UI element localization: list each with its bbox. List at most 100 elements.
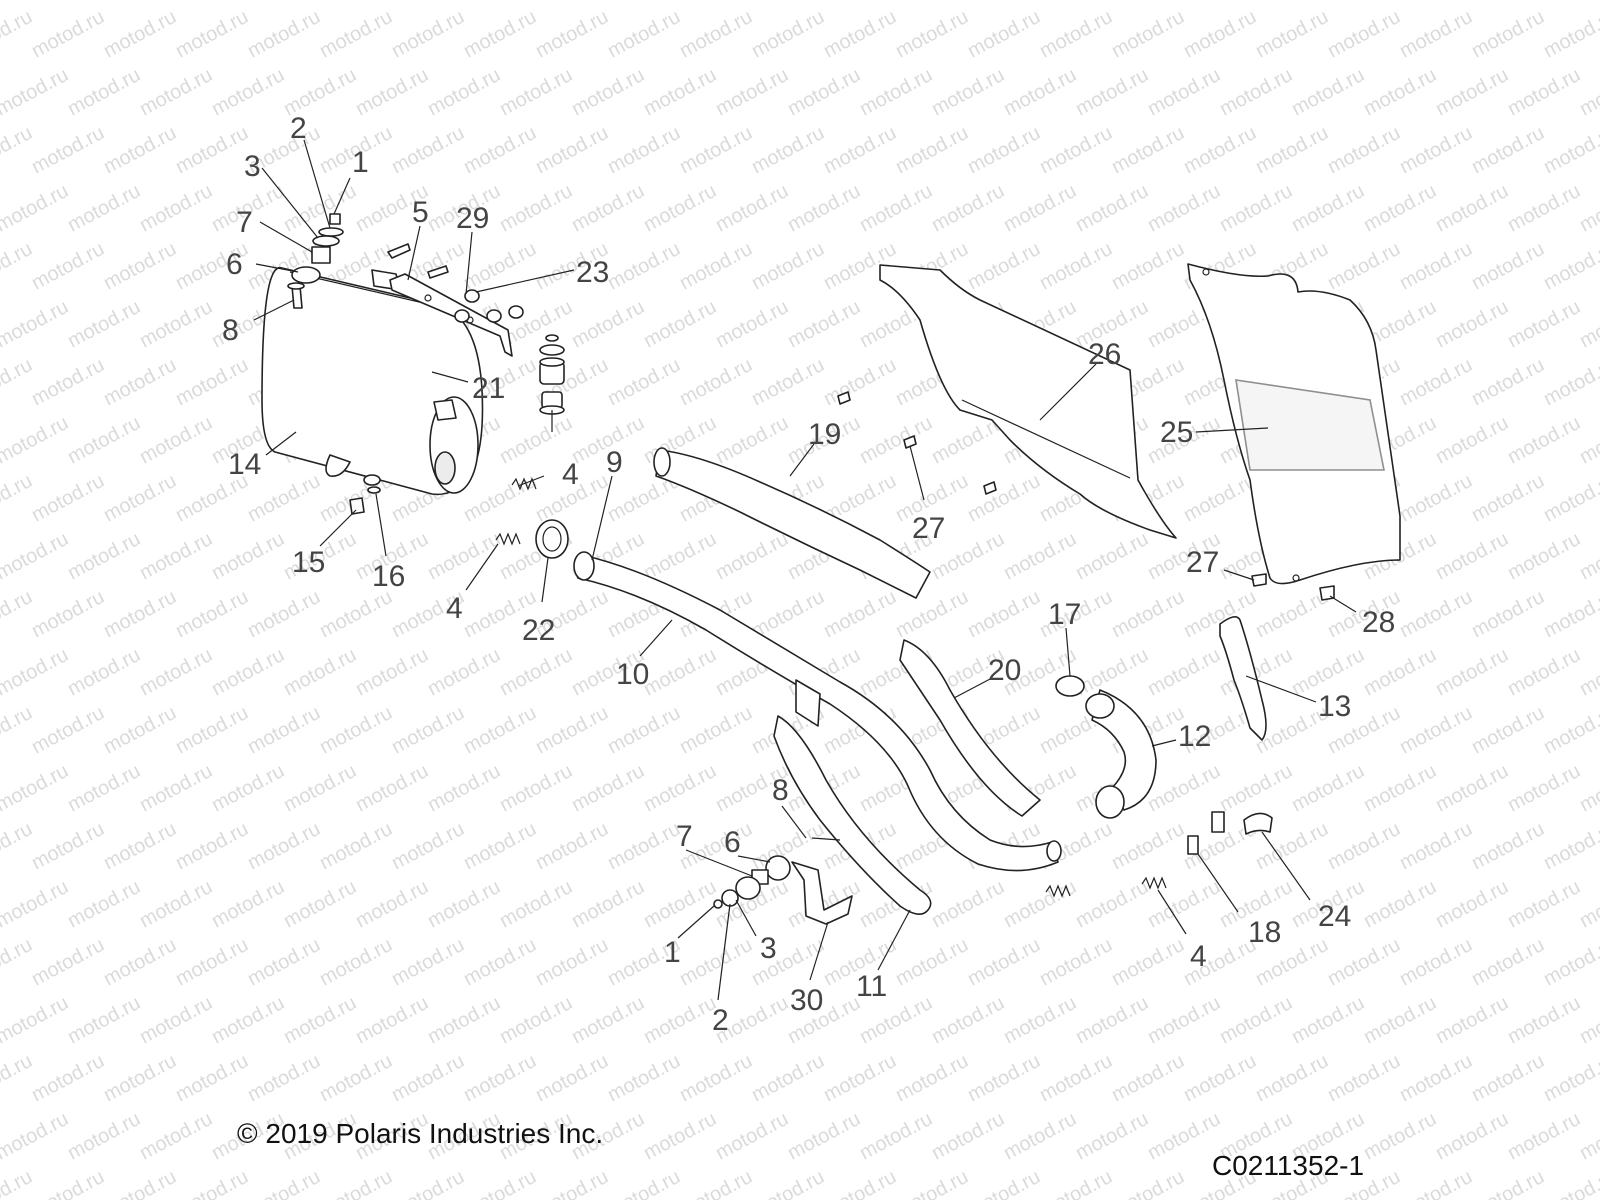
watermark-text: motod.ru bbox=[1036, 934, 1116, 990]
watermark-text: motod.ru bbox=[640, 1108, 720, 1164]
watermark-text: motod.ru bbox=[1540, 354, 1600, 410]
watermark-text: motod.ru bbox=[1576, 64, 1600, 120]
callout-1-upper: 1 bbox=[352, 146, 369, 179]
watermark-text: motod.ru bbox=[640, 180, 720, 236]
watermark-text: motod.ru bbox=[1396, 1166, 1476, 1200]
callout-9: 9 bbox=[606, 446, 623, 479]
watermark-text: motod.ru bbox=[0, 528, 72, 584]
watermark-text: motod.ru bbox=[748, 6, 828, 62]
watermark-text: motod.ru bbox=[388, 1050, 468, 1106]
callout-19: 19 bbox=[808, 418, 841, 451]
watermark-text: motod.ru bbox=[172, 586, 252, 642]
watermark-text: motod.ru bbox=[604, 1166, 684, 1200]
watermark-text: motod.ru bbox=[460, 6, 540, 62]
callout-27-right: 27 bbox=[1186, 546, 1219, 579]
callout-17: 17 bbox=[1048, 598, 1081, 631]
watermark-text: motod.ru bbox=[1072, 1108, 1152, 1164]
watermark-text: motod.ru bbox=[1576, 528, 1600, 584]
watermark-text: motod.ru bbox=[172, 1166, 252, 1200]
callout-25: 25 bbox=[1160, 416, 1193, 449]
watermark-text: motod.ru bbox=[1396, 6, 1476, 62]
lower-isolator-stack bbox=[713, 837, 853, 925]
watermark-text: motod.ru bbox=[1108, 1050, 1188, 1106]
watermark-text: motod.ru bbox=[892, 1166, 972, 1200]
watermark-text: motod.ru bbox=[1000, 64, 1080, 120]
watermark-text: motod.ru bbox=[1108, 934, 1188, 990]
heat-shield-19-part bbox=[653, 447, 931, 599]
callout-2-lower: 2 bbox=[712, 1004, 729, 1037]
watermark-text: motod.ru bbox=[100, 586, 180, 642]
watermark-text: motod.ru bbox=[1432, 528, 1512, 584]
watermark-text: motod.ru bbox=[136, 0, 216, 4]
watermark-text: motod.ru bbox=[136, 412, 216, 468]
watermark-text: motod.ru bbox=[280, 0, 360, 4]
watermark-text: motod.ru bbox=[928, 992, 1008, 1048]
watermark-text: motod.ru bbox=[208, 64, 288, 120]
watermark-text: motod.ru bbox=[280, 760, 360, 816]
watermark-text: motod.ru bbox=[208, 992, 288, 1048]
watermark-text: motod.ru bbox=[820, 6, 900, 62]
callout-numbers: 1 2 3 7 6 8 5 29 23 21 14 15 16 4 4 22 9… bbox=[222, 112, 1395, 1037]
watermark-text: motod.ru bbox=[172, 818, 252, 874]
watermark-text: motod.ru bbox=[172, 934, 252, 990]
watermark-text: motod.ru bbox=[316, 1050, 396, 1106]
watermark-text: motod.ru bbox=[1432, 0, 1512, 4]
watermark-text: motod.ru bbox=[532, 818, 612, 874]
watermark-text: motod.ru bbox=[1504, 64, 1584, 120]
watermark-text: motod.ru bbox=[280, 180, 360, 236]
watermark-text: motod.ru bbox=[0, 1166, 36, 1200]
watermark-text: motod.ru bbox=[1144, 644, 1224, 700]
watermark-text: motod.ru bbox=[1576, 412, 1600, 468]
head-pipe-part bbox=[573, 551, 1062, 872]
watermark-text: motod.ru bbox=[136, 876, 216, 932]
watermark-text: motod.ru bbox=[28, 238, 108, 294]
watermark-text: motod.ru bbox=[244, 586, 324, 642]
watermark-text: motod.ru bbox=[100, 702, 180, 758]
watermark-text: motod.ru bbox=[316, 934, 396, 990]
watermark-text: motod.ru bbox=[712, 296, 792, 352]
watermark-text: motod.ru bbox=[1180, 470, 1260, 526]
watermark-text: motod.ru bbox=[1000, 876, 1080, 932]
watermark-text: motod.ru bbox=[28, 934, 108, 990]
watermark-text: motod.ru bbox=[100, 354, 180, 410]
watermark-text: motod.ru bbox=[604, 1050, 684, 1106]
watermark-text: motod.ru bbox=[532, 1166, 612, 1200]
watermark-text: motod.ru bbox=[1504, 412, 1584, 468]
watermark-text: motod.ru bbox=[460, 1050, 540, 1106]
watermark-text: motod.ru bbox=[28, 122, 108, 178]
watermark-text: motod.ru bbox=[532, 702, 612, 758]
watermark-text: motod.ru bbox=[964, 586, 1044, 642]
watermark-text: motod.ru bbox=[388, 1166, 468, 1200]
watermark-text: motod.ru bbox=[712, 412, 792, 468]
watermark-text: motod.ru bbox=[136, 992, 216, 1048]
watermark-text: motod.ru bbox=[1468, 1166, 1548, 1200]
callout-2-upper: 2 bbox=[290, 112, 307, 145]
watermark-text: motod.ru bbox=[1360, 1108, 1440, 1164]
watermark-text: motod.ru bbox=[64, 1108, 144, 1164]
watermark-text: motod.ru bbox=[28, 586, 108, 642]
heat-shield-26-part bbox=[879, 264, 1177, 539]
watermark-text: motod.ru bbox=[604, 6, 684, 62]
watermark-text: motod.ru bbox=[1468, 470, 1548, 526]
watermark-text: motod.ru bbox=[640, 760, 720, 816]
watermark-text: motod.ru bbox=[748, 354, 828, 410]
watermark-text: motod.ru bbox=[172, 1050, 252, 1106]
watermark-text: motod.ru bbox=[604, 354, 684, 410]
heat-shield-11-part bbox=[773, 715, 932, 915]
watermark-text: motod.ru bbox=[1252, 6, 1332, 62]
watermark-text: motod.ru bbox=[1504, 760, 1584, 816]
watermark-text: motod.ru bbox=[1468, 586, 1548, 642]
watermark-text: motod.ru bbox=[0, 586, 36, 642]
watermark-text: motod.ru bbox=[820, 122, 900, 178]
watermark-text: motod.ru bbox=[64, 296, 144, 352]
watermark-text: motod.ru bbox=[424, 760, 504, 816]
watermark-text: motod.ru bbox=[964, 6, 1044, 62]
watermark-text: motod.ru bbox=[892, 6, 972, 62]
watermark-text: motod.ru bbox=[820, 1050, 900, 1106]
heat-shield-20-part bbox=[899, 639, 1041, 817]
callout-14: 14 bbox=[228, 448, 261, 481]
watermark-text: motod.ru bbox=[460, 818, 540, 874]
watermark-text: motod.ru bbox=[1072, 64, 1152, 120]
watermark-text: motod.ru bbox=[100, 470, 180, 526]
